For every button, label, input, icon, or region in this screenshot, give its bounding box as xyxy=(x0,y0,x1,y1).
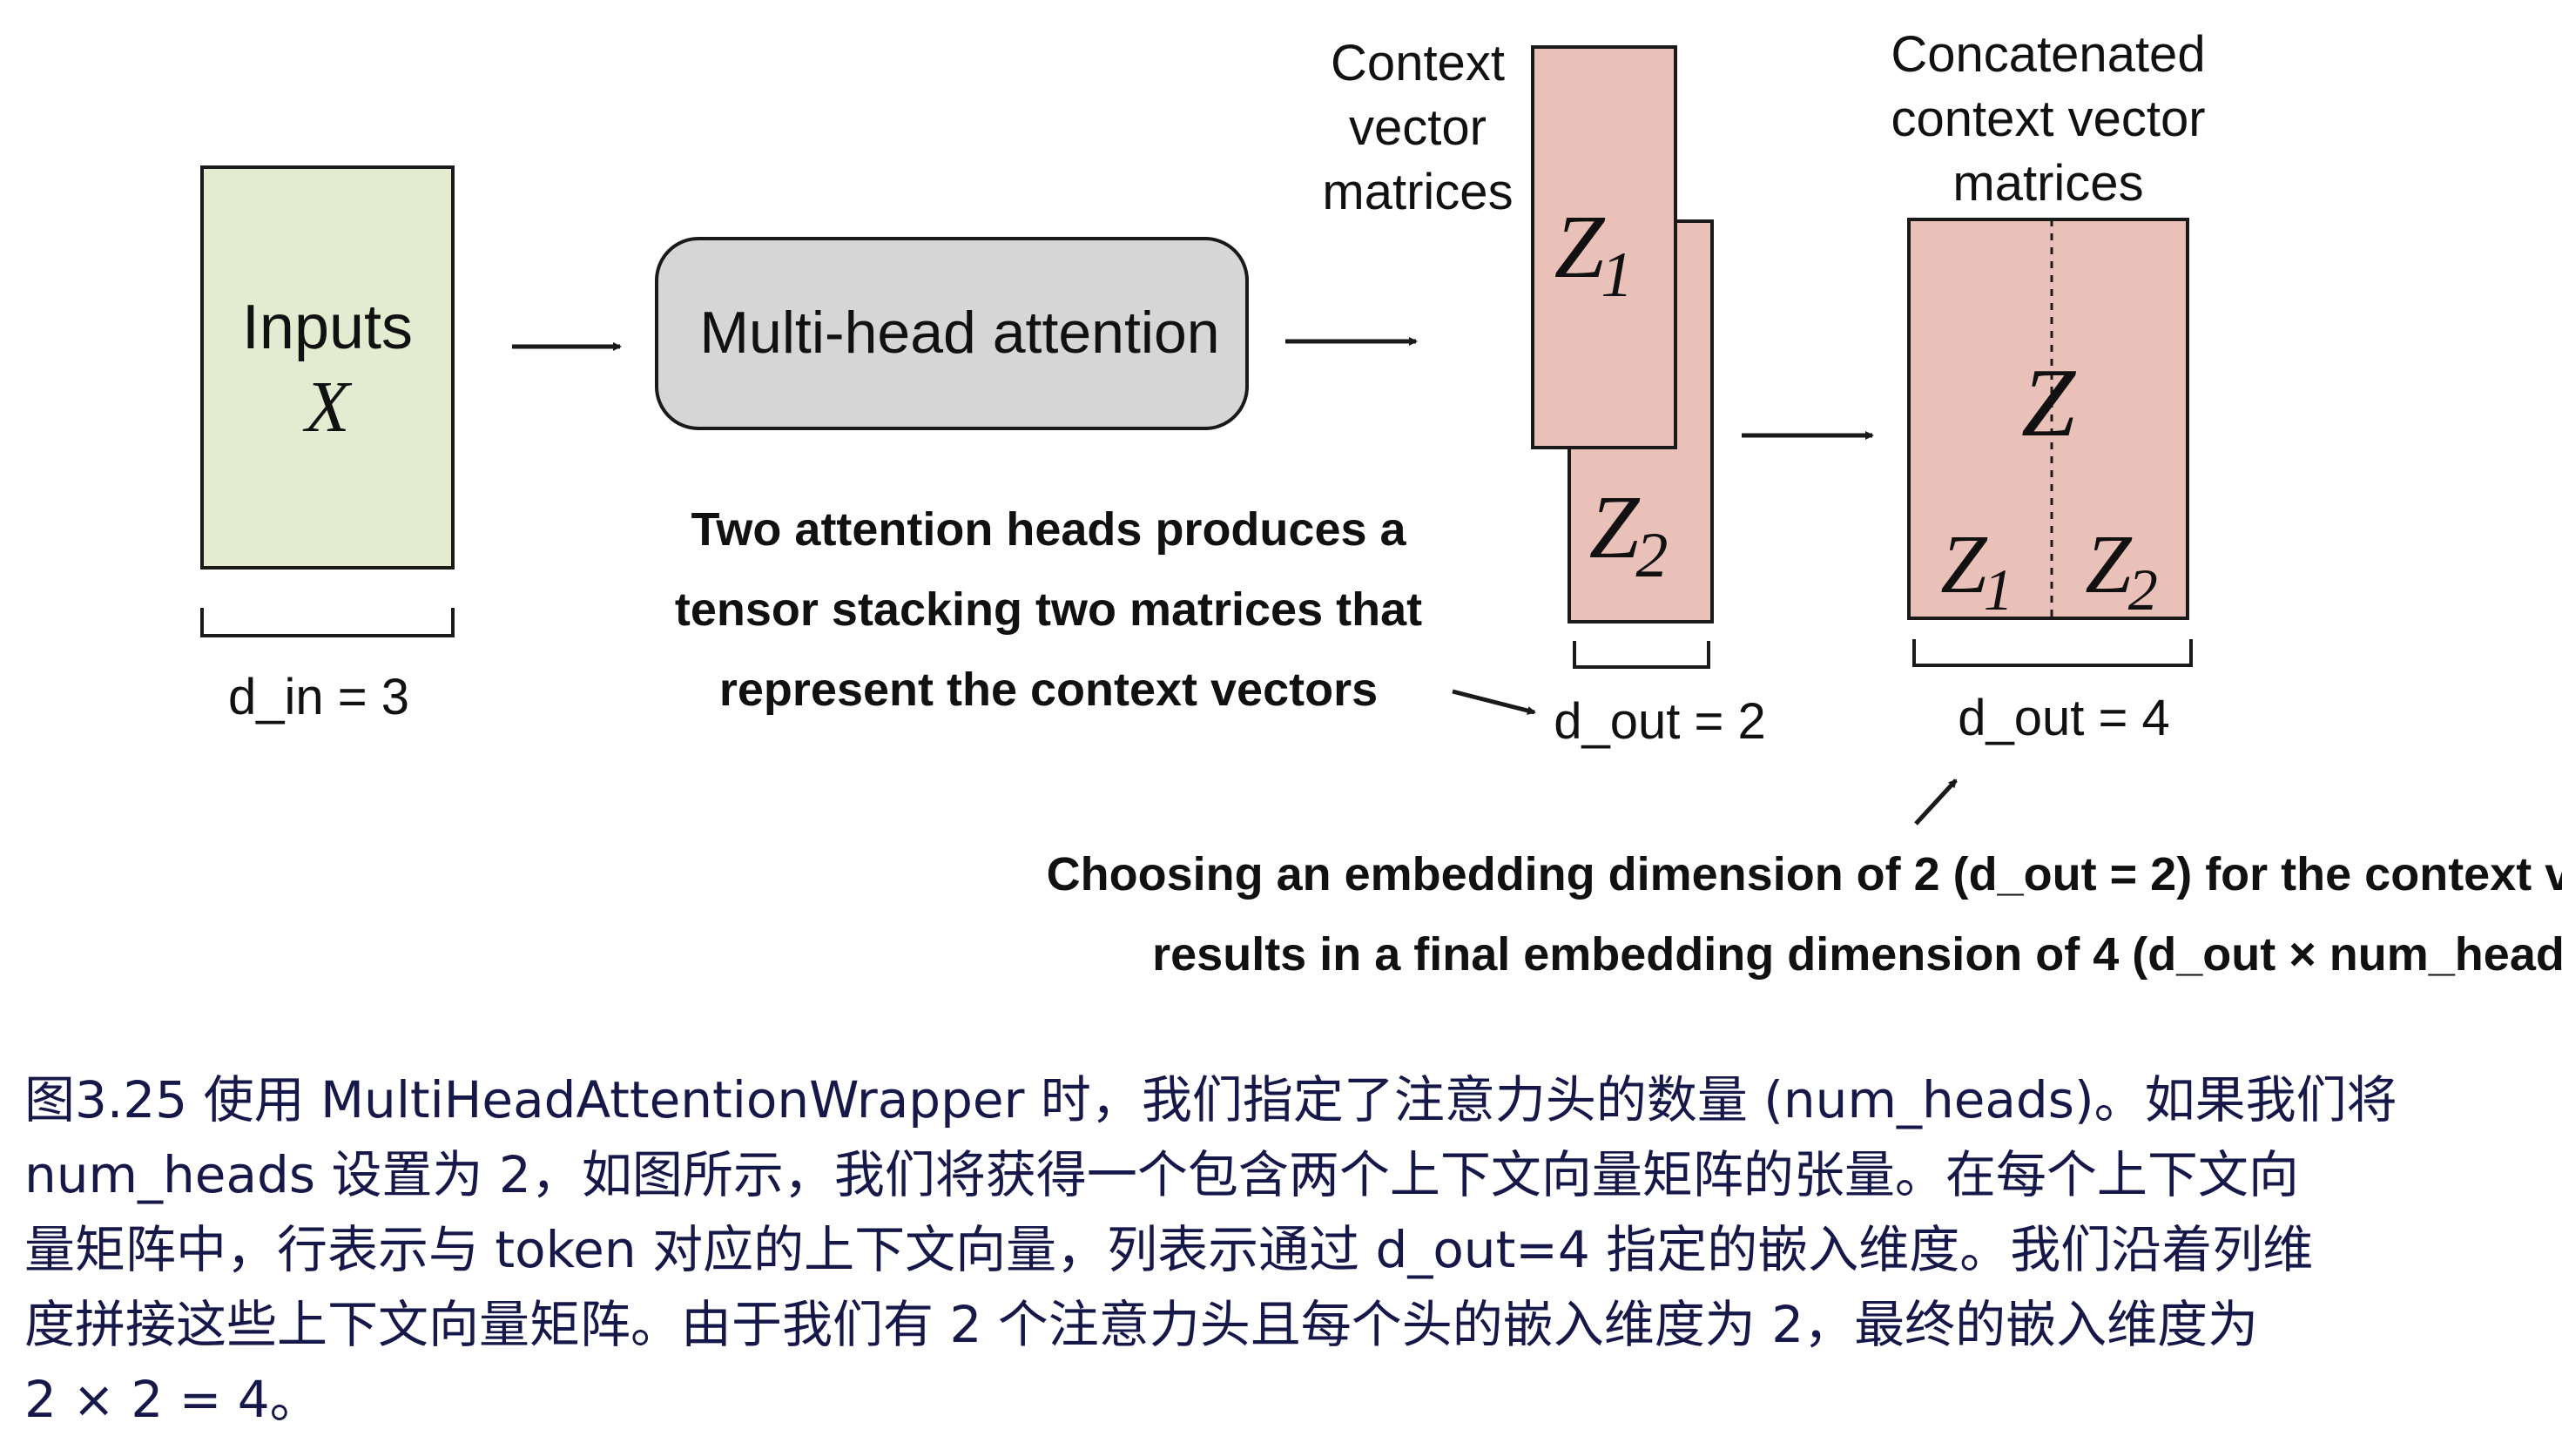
caption-line: num_heads 设置为 2，如图所示，我们将获得一个包含两个上下文向量矩阵的… xyxy=(24,1145,2299,1204)
z1-symbol: Z1 xyxy=(1554,197,1634,311)
z2-symbol: Z2 xyxy=(1589,477,1669,591)
d-out-2-label: d_out = 2 xyxy=(1554,693,1766,750)
caption-line: 量矩阵中，行表示与 token 对应的上下文向量，列表示通过 d_out=4 指… xyxy=(24,1220,2314,1279)
d-in-label: d_in = 3 xyxy=(228,669,409,725)
d-out-4-bracket xyxy=(1912,639,2193,667)
context-title-line2: vector xyxy=(1349,99,1487,156)
concat-title-line1: Concatenated xyxy=(1891,26,2205,83)
inputs-symbol: X xyxy=(302,367,353,448)
heads-note-arrow xyxy=(1452,689,1536,715)
multihead-diagram: Inputs X d_in = 3 Multi-head attention C… xyxy=(200,26,2562,981)
concat-z2-symbol: Z2 xyxy=(2085,517,2157,623)
figure-caption: 图3.25 使用 MultiHeadAttentionWrapper 时，我们指… xyxy=(24,1062,2532,1437)
attention-label: Multi-head attention xyxy=(699,300,1219,366)
d-out-2-bracket xyxy=(1573,641,1710,669)
concat-title-line3: matrices xyxy=(1952,155,2143,212)
heads-note-line1: Two attention heads produces a xyxy=(691,503,1406,556)
caption-line: 度拼接这些上下文向量矩阵。由于我们有 2 个注意力头且每个头的嵌入维度为 2，最… xyxy=(24,1295,2259,1354)
concat-matrix xyxy=(1907,218,2189,620)
embedding-note-line2: results in a final embedding dimension o… xyxy=(1152,928,2562,981)
caption-line: 图3.25 使用 MultiHeadAttentionWrapper 时，我们指… xyxy=(24,1070,2397,1129)
context-title-line1: Context xyxy=(1331,35,1505,91)
caption-line: 2 × 2 = 4。 xyxy=(24,1370,320,1429)
context-title-line3: matrices xyxy=(1322,164,1513,220)
d-in-bracket xyxy=(200,608,455,637)
concat-symbol: Z xyxy=(2021,349,2077,457)
heads-note-line2: tensor stacking two matrices that xyxy=(675,583,1422,636)
concat-z1-symbol: Z1 xyxy=(1940,517,2013,623)
inputs-label: Inputs xyxy=(242,293,413,362)
inputs-box xyxy=(200,165,455,570)
d-out-4-label: d_out = 4 xyxy=(1958,690,2170,746)
concat-title-line2: context vector xyxy=(1891,91,2205,147)
embedding-note-arrow xyxy=(1914,779,1958,826)
heads-note-line3: represent the context vectors xyxy=(719,664,1378,716)
z1-matrix xyxy=(1531,45,1677,449)
embedding-note-line1: Choosing an embedding dimension of 2 (d_… xyxy=(1047,848,2562,900)
attention-box xyxy=(655,237,1249,430)
